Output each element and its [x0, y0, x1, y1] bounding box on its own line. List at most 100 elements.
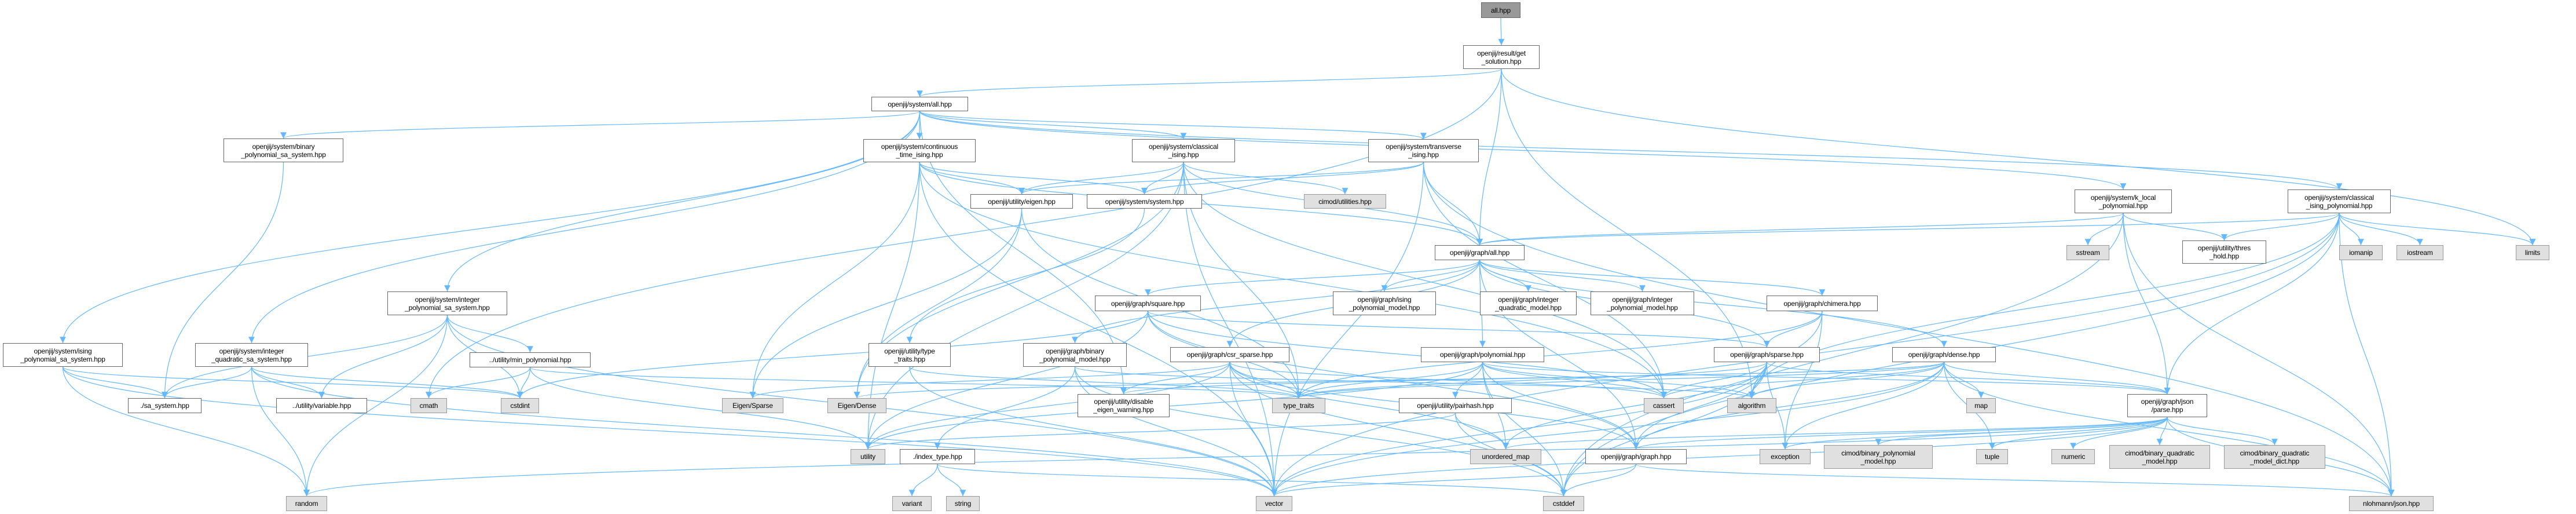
node-bin-sa[interactable]: openjij/system/binary _polynomial_sa_sys… — [223, 138, 343, 162]
edge-graph-to-cstddef — [1560, 464, 1637, 497]
node-tuple: tuple — [1976, 449, 2008, 464]
edge-json_parse-to-bqm_dict — [2167, 417, 2278, 446]
node-root: all.hpp — [1481, 2, 1520, 18]
edge-ising_sa-to-random — [62, 366, 310, 497]
edge-dense-to-cassert — [1661, 362, 1945, 399]
node-polynomial[interactable]: openjij/graph/polynomial.hpp — [1421, 347, 1544, 362]
edge-dense-to-disable — [1120, 362, 1945, 395]
node-iomanip: iomanip — [2339, 245, 2383, 260]
edge-json_parse-to-tuple — [1989, 417, 2168, 450]
edge-dense-to-graph — [1633, 362, 1945, 450]
node-ising-poly-model[interactable]: openjij/graph/ising _polynomial_model.hp… — [1333, 291, 1436, 315]
node-cip[interactable]: openjij/system/classical _ising_polynomi… — [2288, 189, 2391, 213]
edge-csr-to-eigen_sparse — [749, 362, 1230, 399]
node-int-poly-sa[interactable]: openjij/system/integer _polynomial_sa_sy… — [387, 291, 507, 315]
node-disable[interactable]: openjij/utility/disable _eigen_warning.h… — [1078, 394, 1170, 417]
node-sparse[interactable]: openjij/graph/sparse.hpp — [1714, 347, 1820, 362]
node-int-quad-model[interactable]: openjij/graph/integer _quadratic_model.h… — [1480, 291, 1577, 315]
node-cassert: cassert — [1644, 398, 1684, 413]
edge-pairhash-to-utility — [864, 413, 1456, 450]
edge-graph_all-to-square — [1145, 260, 1481, 296]
edge-graph_all-to-int_poly_model — [1479, 260, 1646, 292]
node-bpm[interactable]: openjij/graph/binary _polynomial_model.h… — [1023, 343, 1127, 367]
edge-sys_all-to-transverse — [919, 111, 1427, 140]
edge-json_parse-to-random — [303, 417, 2168, 497]
edge-bpm-to-algorithm — [1074, 366, 1755, 399]
node-square[interactable]: openjij/graph/square.hpp — [1095, 296, 1201, 311]
edge-get_solution-to-algorithm — [1501, 68, 1755, 399]
edge-k_local-to-sstream — [2084, 213, 2124, 246]
node-classical[interactable]: openjij/system/classical _ising.hpp — [1132, 139, 1235, 162]
node-cstdint: cstdint — [501, 398, 539, 413]
node-dense[interactable]: openjij/graph/dense.hpp — [1892, 347, 1996, 362]
node-int-quad-sa[interactable]: openjij/system/integer _quadratic_sa_sys… — [195, 343, 308, 367]
node-int-poly-model[interactable]: openjij/graph/integer _polynomial_model.… — [1591, 291, 1694, 315]
node-sa-system[interactable]: ./sa_system.hpp — [128, 398, 201, 413]
edge-json_parse-to-vector — [1271, 417, 2168, 497]
edge-cip-to-limits — [2339, 213, 2536, 246]
node-sstream: sstream — [2066, 245, 2109, 260]
edge-graph_all-to-chimera — [1479, 260, 1826, 296]
edge-int_quad_sa-to-sa_system — [162, 366, 252, 399]
node-get-solution[interactable]: openjij/result/get _solution.hpp — [1463, 45, 1540, 69]
edge-type_traits_util-to-vector — [909, 366, 1277, 497]
edge-int_poly_sa-to-random — [303, 315, 448, 497]
node-threshold[interactable]: openjij/utility/thres _hold.hpp — [2182, 240, 2266, 264]
edge-k_local-to-graph_all — [1476, 213, 2124, 246]
node-sys-all[interactable]: openjij/system/all.hpp — [871, 97, 968, 111]
edge-index_type-to-string — [937, 464, 966, 497]
node-cont[interactable]: openjij/system/continuous _time_ising.hp… — [863, 139, 976, 162]
edge-index_type-to-variant — [908, 464, 938, 497]
node-csr[interactable]: openjij/graph/csr_sparse.hpp — [1170, 347, 1289, 362]
node-min-poly[interactable]: ../utility/min_polynomial.hpp — [470, 352, 591, 367]
node-vector: vector — [1256, 496, 1292, 511]
edge-k_local-to-threshold — [2123, 213, 2227, 241]
node-eigen[interactable]: openjij/utility/eigen.hpp — [970, 194, 1073, 209]
edge-transverse-to-graph_all — [1423, 162, 1483, 246]
edge-polynomial-to-utility — [864, 362, 1483, 450]
node-k-local[interactable]: openjij/system/k_local _polynomial.hpp — [2075, 189, 2172, 213]
edge-cont-to-system — [919, 162, 1148, 195]
edge-int_poly_sa-to-variable — [318, 315, 448, 399]
node-cimod-util: cimod/utilities.hpp — [1304, 194, 1386, 209]
edge-cont-to-utility — [864, 162, 920, 450]
node-variable[interactable]: ../utility/variable.hpp — [276, 398, 367, 413]
edge-eigen-to-eigen_sparse — [749, 208, 1023, 399]
edge-sys_all-to-bin_sa — [280, 111, 921, 139]
edge-k_local-to-nlohmann — [2123, 213, 2395, 497]
edge-cip-to-iostream — [2339, 213, 2423, 246]
node-system[interactable]: openjij/system/system.hpp — [1087, 194, 1202, 209]
edge-transverse-to-vector — [1271, 162, 1424, 497]
edge-cont-to-vector — [919, 162, 1277, 497]
node-nlohmann: nlohmann/json.hpp — [2349, 496, 2434, 511]
edge-int_poly_sa-to-min_poly — [446, 315, 533, 353]
edge-transverse-to-eigen — [1018, 162, 1424, 195]
node-type-traits-util[interactable]: openjij/utility/type _traits.hpp — [869, 343, 951, 367]
edge-sys_all-to-int_quad_sa — [248, 111, 921, 344]
node-random: random — [286, 496, 327, 511]
node-pairhash[interactable]: openjij/utility/pairhash.hpp — [1399, 398, 1512, 413]
node-json-parse[interactable]: openjij/graph/json /parse.hpp — [2127, 394, 2207, 417]
edge-sparse-to-cstddef — [1560, 362, 1768, 497]
edge-sparse-to-cassert — [1661, 362, 1768, 399]
edge-ising_sa-to-cstdint — [62, 366, 523, 399]
node-ising-sa[interactable]: openjij/system/ising _polynomial_sa_syst… — [3, 343, 123, 367]
edge-dense-to-nlohmann — [1943, 362, 2395, 497]
edge-cip-to-graph_all — [1476, 213, 2340, 246]
node-chimera[interactable]: openjij/graph/chimera.hpp — [1767, 296, 1878, 311]
edge-csr-to-cstddef — [1229, 362, 1567, 497]
edge-cont-to-eigen_sparse — [749, 162, 920, 399]
edge-ising_sa-to-sa_system — [62, 366, 168, 399]
node-index-type[interactable]: ./index_type.hpp — [900, 449, 975, 464]
edge-k_local-to-json_parse — [2123, 213, 2171, 395]
edge-pairhash-to-unordered_map — [1454, 413, 1509, 450]
edge-bpm-to-vector — [1074, 366, 1277, 497]
node-transverse[interactable]: openjij/system/transverse _ising.hpp — [1368, 139, 1479, 162]
node-graph-all[interactable]: openjij/graph/all.hpp — [1435, 245, 1525, 260]
node-graph[interactable]: openjij/graph/graph.hpp — [1585, 449, 1687, 464]
edge-ising_sa-to-vector — [62, 366, 1277, 497]
edge-sparse-to-json_parse — [1766, 362, 2171, 395]
node-string: string — [946, 496, 980, 511]
